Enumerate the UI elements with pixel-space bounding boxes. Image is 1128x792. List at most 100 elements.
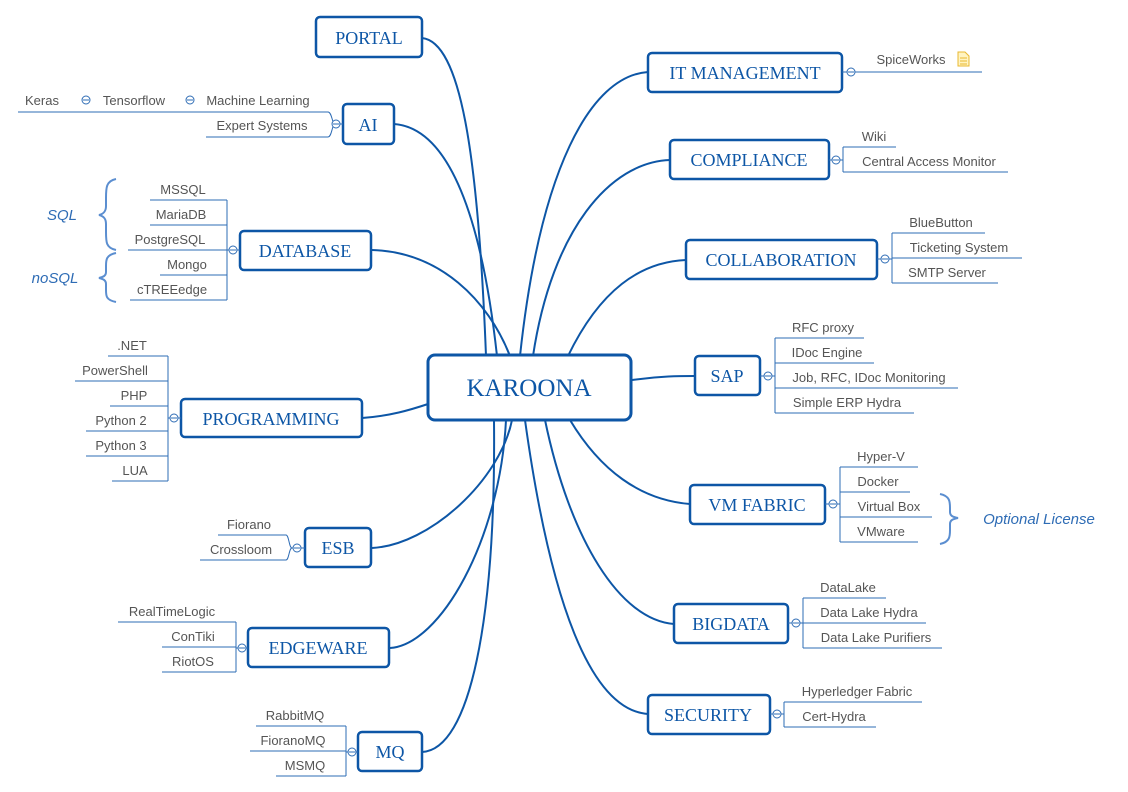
mq-child-1[interactable]: FioranoMQ [260, 733, 325, 748]
topic-collaboration[interactable]: COLLABORATION [684, 238, 879, 281]
security-child-1[interactable]: Cert-Hydra [802, 709, 866, 724]
ai-child-0[interactable]: Machine Learning [206, 93, 309, 108]
connector-vm-fabric [569, 419, 691, 505]
vm-fabric-child-3[interactable]: VMware [857, 524, 905, 539]
programming-child-4[interactable]: Python 3 [95, 438, 146, 453]
vm-fabric-child-2[interactable]: Virtual Box [858, 499, 921, 514]
connector-ai [393, 123, 498, 357]
sap-child-1[interactable]: IDoc Engine [792, 345, 863, 360]
connector-portal [421, 37, 487, 357]
vm-fabric-child-0[interactable]: Hyper-V [857, 449, 905, 464]
connector-edgeware [389, 419, 507, 649]
collaboration-child-1[interactable]: Ticketing System [910, 240, 1009, 255]
mq-children: RabbitMQ FioranoMQ MSMQ [250, 708, 358, 777]
collaboration-child-0[interactable]: BlueButton [909, 215, 973, 230]
topic-security-label: SECURITY [664, 705, 752, 725]
connector-security [524, 419, 649, 715]
topic-database-label: DATABASE [259, 241, 352, 261]
topic-sap-label: SAP [710, 366, 743, 386]
topic-bigdata-label: BIGDATA [692, 614, 770, 634]
topic-edgeware[interactable]: EDGEWARE [246, 626, 391, 669]
connector-compliance [532, 159, 671, 357]
it-management-children: SpiceWorks [842, 51, 982, 77]
ai-child-1[interactable]: Expert Systems [216, 118, 308, 133]
edgeware-child-0[interactable]: RealTimeLogic [129, 604, 216, 619]
connector-esb [371, 419, 513, 549]
edgeware-children: RealTimeLogic ConTiki RiotOS [118, 604, 248, 673]
sap-child-2[interactable]: Job, RFC, IDoc Monitoring [792, 370, 945, 385]
topic-edgeware-label: EDGEWARE [269, 638, 368, 658]
topic-ai-label: AI [359, 115, 378, 135]
topic-esb-label: ESB [321, 538, 354, 558]
connector-collaboration [567, 259, 687, 357]
nosql-brace-icon [98, 252, 117, 303]
mq-child-2[interactable]: MSMQ [285, 758, 325, 773]
connector-sap [631, 375, 696, 381]
topic-programming[interactable]: PROGRAMMING [179, 397, 364, 439]
topic-mq-label: MQ [375, 742, 404, 762]
topic-ai[interactable]: AI [341, 102, 396, 146]
topic-vm-fabric[interactable]: VM FABRIC [688, 483, 827, 526]
vm-fabric-children: Hyper-V Docker Virtual Box VMware Option… [825, 449, 1095, 545]
esb-child-0[interactable]: Fiorano [227, 517, 271, 532]
topic-portal-label: PORTAL [335, 28, 402, 48]
compliance-children: Wiki Central Access Monitor [829, 129, 1008, 173]
database-child-4[interactable]: cTREEedge [137, 282, 207, 297]
topic-database[interactable]: DATABASE [238, 229, 373, 272]
connector-mq [421, 419, 496, 753]
compliance-child-1[interactable]: Central Access Monitor [862, 154, 996, 169]
topic-portal[interactable]: PORTAL [314, 15, 424, 59]
connector-programming [361, 403, 429, 419]
it-management-child-0[interactable]: SpiceWorks [876, 52, 946, 67]
edgeware-child-2[interactable]: RiotOS [172, 654, 214, 669]
topic-compliance[interactable]: COMPLIANCE [668, 138, 831, 181]
programming-child-3[interactable]: Python 2 [95, 413, 146, 428]
bigdata-child-2[interactable]: Data Lake Purifiers [821, 630, 932, 645]
database-child-2[interactable]: PostgreSQL [135, 232, 206, 247]
mq-child-0[interactable]: RabbitMQ [266, 708, 325, 723]
topic-security[interactable]: SECURITY [646, 693, 772, 736]
collaboration-children: BlueButton Ticketing System SMTP Server [877, 215, 1022, 284]
ai-children: Machine Learning Expert Systems Tensorfl… [18, 93, 343, 138]
topic-esb[interactable]: ESB [303, 526, 373, 569]
ai-grandchild-1[interactable]: Tensorflow [103, 93, 166, 108]
sap-children: RFC proxy IDoc Engine Job, RFC, IDoc Mon… [760, 320, 958, 414]
edgeware-child-1[interactable]: ConTiki [171, 629, 215, 644]
bigdata-child-0[interactable]: DataLake [820, 580, 876, 595]
esb-child-1[interactable]: Crossloom [210, 542, 272, 557]
security-children: Hyperledger Fabric Cert-Hydra [770, 684, 922, 728]
sql-group-label: SQL [47, 207, 77, 224]
sap-child-0[interactable]: RFC proxy [792, 320, 855, 335]
programming-child-0[interactable]: .NET [117, 338, 147, 353]
collaboration-child-2[interactable]: SMTP Server [908, 265, 986, 280]
topic-sap[interactable]: SAP [693, 354, 762, 397]
root-connectors [361, 37, 696, 753]
optional-license-label: Optional License [983, 511, 1095, 528]
connector-bigdata [544, 419, 675, 625]
programming-child-5[interactable]: LUA [122, 463, 148, 478]
bigdata-child-1[interactable]: Data Lake Hydra [820, 605, 918, 620]
programming-child-2[interactable]: PHP [121, 388, 148, 403]
topic-programming-label: PROGRAMMING [202, 409, 339, 429]
database-child-1[interactable]: MariaDB [156, 207, 207, 222]
topic-collaboration-label: COLLABORATION [706, 250, 857, 270]
sap-child-3[interactable]: Simple ERP Hydra [793, 395, 902, 410]
ai-grandchild-0[interactable]: Keras [25, 93, 59, 108]
programming-child-1[interactable]: PowerShell [82, 363, 148, 378]
topic-bigdata[interactable]: BIGDATA [672, 602, 790, 645]
compliance-child-0[interactable]: Wiki [862, 129, 887, 144]
security-child-0[interactable]: Hyperledger Fabric [802, 684, 913, 699]
note-icon[interactable] [957, 51, 970, 67]
bigdata-children: DataLake Data Lake Hydra Data Lake Purif… [788, 580, 942, 649]
nosql-group-label: noSQL [32, 270, 79, 287]
topic-compliance-label: COMPLIANCE [690, 150, 807, 170]
topic-it-management-label: IT MANAGEMENT [669, 63, 820, 83]
topic-mq[interactable]: MQ [356, 730, 424, 773]
database-child-3[interactable]: Mongo [167, 257, 207, 272]
database-children: MSSQL MariaDB PostgreSQL Mongo cTREEedge… [32, 178, 240, 303]
topic-it-management[interactable]: IT MANAGEMENT [646, 51, 844, 94]
database-child-0[interactable]: MSSQL [160, 182, 206, 197]
root-node[interactable]: KAROONA [426, 353, 633, 422]
vm-fabric-child-1[interactable]: Docker [857, 474, 899, 489]
